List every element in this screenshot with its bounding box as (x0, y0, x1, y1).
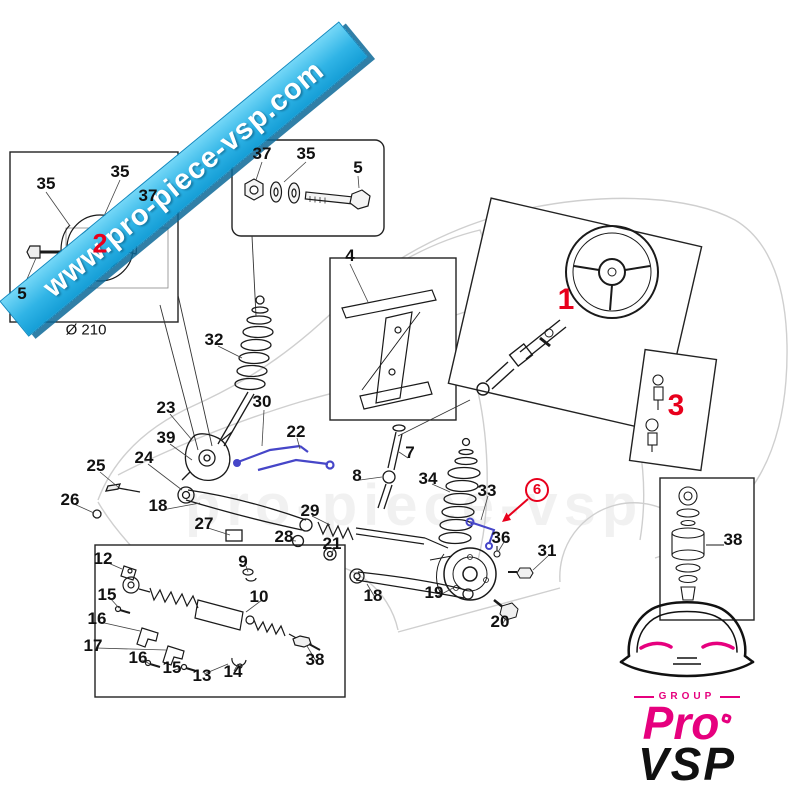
part-callout-39: 39 (156, 428, 176, 447)
part-callout-15: 15 (162, 658, 182, 677)
front-hub-drawing (436, 547, 519, 621)
steering-rack-center (317, 521, 449, 549)
logo-vsp-text: VSP (637, 738, 737, 791)
part-callout-6: 6 (525, 478, 549, 502)
group-dash-left (633, 695, 654, 698)
part-callout-20: 20 (490, 612, 510, 631)
part-callout-30: 30 (252, 392, 272, 411)
part-callout-17: 17 (83, 636, 103, 655)
part-callout-36: 36 (491, 528, 511, 547)
steering-arm-blue-part (465, 517, 496, 550)
inset-box-bolt-kit (231, 139, 385, 237)
connector-lines (159, 235, 471, 451)
steering-column-drawing (476, 319, 567, 396)
part-callout-26: 26 (60, 490, 80, 509)
provsp-logo: GROUP Pro VSP (604, 584, 770, 787)
part-callout-25: 25 (86, 456, 106, 475)
part-callout-7: 7 (405, 443, 415, 462)
part-callout-15: 15 (97, 585, 117, 604)
part-callout-38: 38 (305, 650, 325, 669)
part-callout-2: 2 (92, 228, 108, 259)
part-callout-37: 37 (252, 144, 272, 163)
part-callout-5: 5 (17, 284, 27, 303)
part-callout-18: 18 (148, 496, 168, 515)
intermediate-shaft-drawing (377, 424, 406, 510)
part-callout-10: 10 (249, 587, 269, 606)
part-callout-23: 23 (156, 398, 176, 417)
part-callout-22: 22 (286, 422, 306, 441)
part-callout-35: 35 (110, 162, 130, 181)
part-callout-1: 1 (557, 283, 575, 316)
inset-box-bracket (329, 257, 457, 421)
group-dash-right (720, 695, 741, 698)
part-callout-4: 4 (345, 246, 355, 265)
red-arrow-6 (502, 498, 529, 522)
fasteners-31-36-drawing (493, 546, 534, 579)
part-callout-3: 3 (667, 389, 685, 422)
small-hardware-drawing (645, 374, 664, 452)
part-callout-34: 34 (418, 469, 438, 488)
inset-box-steering-rack (94, 544, 346, 698)
part-callout-21: 21 (322, 534, 342, 553)
steering-rack-exploded-drawing (114, 565, 321, 672)
logo-car-icon (619, 601, 755, 678)
part-callout-8: 8 (352, 466, 362, 485)
part-callout-14: 14 (223, 662, 243, 681)
pro-text: Pro (642, 697, 720, 749)
part-callout-18: 18 (363, 586, 383, 605)
part-callout-24: 24 (134, 448, 154, 467)
part-callout-35: 35 (296, 144, 316, 163)
front-strut-spring-drawing (217, 295, 274, 447)
lower-control-arm-left (92, 483, 337, 561)
tie-rod-blue-parts (233, 444, 335, 472)
part-callout-12: 12 (93, 549, 113, 568)
logo-group-label: GROUP (604, 691, 770, 702)
part-callout-31: 31 (537, 541, 557, 560)
lower-control-arm-right (349, 555, 474, 600)
logo-pro-text: Pro (604, 700, 770, 746)
part-callout-13: 13 (192, 666, 212, 685)
part-callout-37: 37 (138, 186, 158, 205)
part-callout-29: 29 (300, 501, 320, 520)
part-callout-38: 38 (723, 530, 743, 549)
part-callout-16: 16 (128, 648, 148, 667)
part-callout-32: 32 (204, 330, 224, 349)
part-callout-27: 27 (194, 514, 214, 533)
bracket-drawing (341, 289, 437, 410)
part-callout-28: 28 (274, 527, 294, 546)
part-callout-9: 9 (238, 552, 248, 571)
part-callout-210: Ø 210 (65, 321, 107, 339)
bushing-stack-drawing (671, 486, 724, 601)
part-callout-33: 33 (477, 481, 497, 500)
part-callout-35: 35 (36, 174, 56, 193)
group-text: GROUP (658, 691, 716, 702)
inset-box-steering-column (447, 197, 703, 433)
right-strut-spring-drawing (438, 437, 481, 545)
part-callout-19: 19 (424, 583, 444, 602)
steering-wheel-drawing (565, 225, 659, 319)
steering-knuckle-drawing (181, 431, 233, 481)
part-callout-5: 5 (353, 158, 363, 177)
inset-box-bushings (659, 477, 755, 621)
bolt-kit-drawing (244, 178, 371, 210)
part-callout-16: 16 (87, 609, 107, 628)
inset-box-small-parts (628, 348, 718, 472)
